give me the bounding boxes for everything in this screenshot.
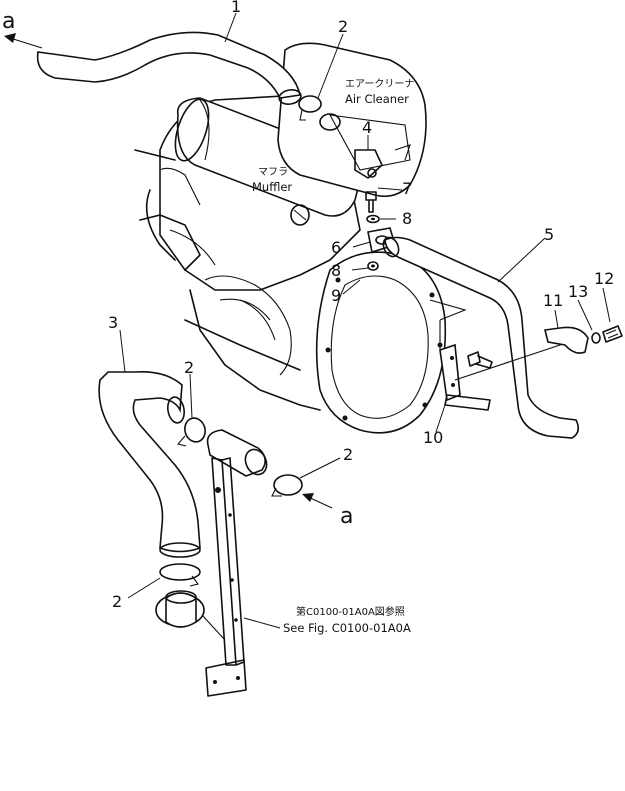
callout-5: 5 <box>544 225 554 244</box>
muffler-label-en: Muffler <box>252 180 292 194</box>
callout-3: 3 <box>108 313 118 332</box>
muffler-fitting <box>290 204 310 226</box>
callout-7: 7 <box>402 179 412 198</box>
see-fig-label-en: See Fig. C0100-01A0A <box>283 621 411 635</box>
pre-cleaner-cap <box>155 590 226 641</box>
hose-3 <box>98 370 201 558</box>
callout-6: 6 <box>331 238 341 257</box>
callout-12: 12 <box>594 269 614 288</box>
ref-letter-lower: a <box>340 504 353 529</box>
clamp-4 <box>354 149 383 179</box>
callout-9: 9 <box>331 286 341 305</box>
clamp-2-upper <box>298 95 322 121</box>
washer-13 <box>591 332 601 344</box>
callout-4: 4 <box>362 118 372 137</box>
muffler-label-jp: マフラ <box>258 166 288 178</box>
intake-pipe-stand <box>205 429 268 697</box>
callout-2-right: 2 <box>343 445 353 464</box>
clamp-2-lower <box>159 563 201 587</box>
ref-letter-upper: a <box>2 9 15 34</box>
callout-1: 1 <box>231 0 241 16</box>
callout-8-upper: 8 <box>402 209 412 228</box>
ref-arrow-upper <box>4 33 43 49</box>
washer-8-upper <box>366 214 380 224</box>
hose-1 <box>36 31 302 105</box>
callout-13: 13 <box>568 282 588 301</box>
callout-2-bottom: 2 <box>112 592 122 611</box>
clamp-11 <box>544 326 589 354</box>
bracket-10 <box>429 299 576 411</box>
ref-arrow-lower <box>302 493 333 509</box>
leader-lines <box>119 12 611 629</box>
bolt-near-bracket <box>467 351 493 369</box>
air-cleaner <box>277 42 427 198</box>
air-cleaner-label-jp: エアークリーナ <box>345 78 414 90</box>
washer-8-lower <box>367 261 379 271</box>
callout-2-top: 2 <box>338 17 348 36</box>
bolt-12 <box>602 325 623 343</box>
hose-5 <box>382 236 580 439</box>
bolt-7 <box>365 191 377 213</box>
callout-11: 11 <box>543 291 563 310</box>
callout-numbers: 1 2 2 2 2 3 4 5 6 7 8 8 9 10 11 12 13 <box>108 0 614 611</box>
text-labels: エアークリーナ Air Cleaner マフラ Muffler 第C0100-0… <box>252 78 414 635</box>
callout-10: 10 <box>423 428 443 447</box>
clamp-2-mid-left <box>176 417 206 447</box>
clamp-2-mid-right <box>271 474 303 497</box>
air-cleaner-label-en: Air Cleaner <box>345 92 409 106</box>
callout-8-lower: 8 <box>331 261 341 280</box>
callout-2-left: 2 <box>184 358 194 377</box>
see-fig-label-jp: 第C0100-01A0A図参照 <box>296 605 405 618</box>
